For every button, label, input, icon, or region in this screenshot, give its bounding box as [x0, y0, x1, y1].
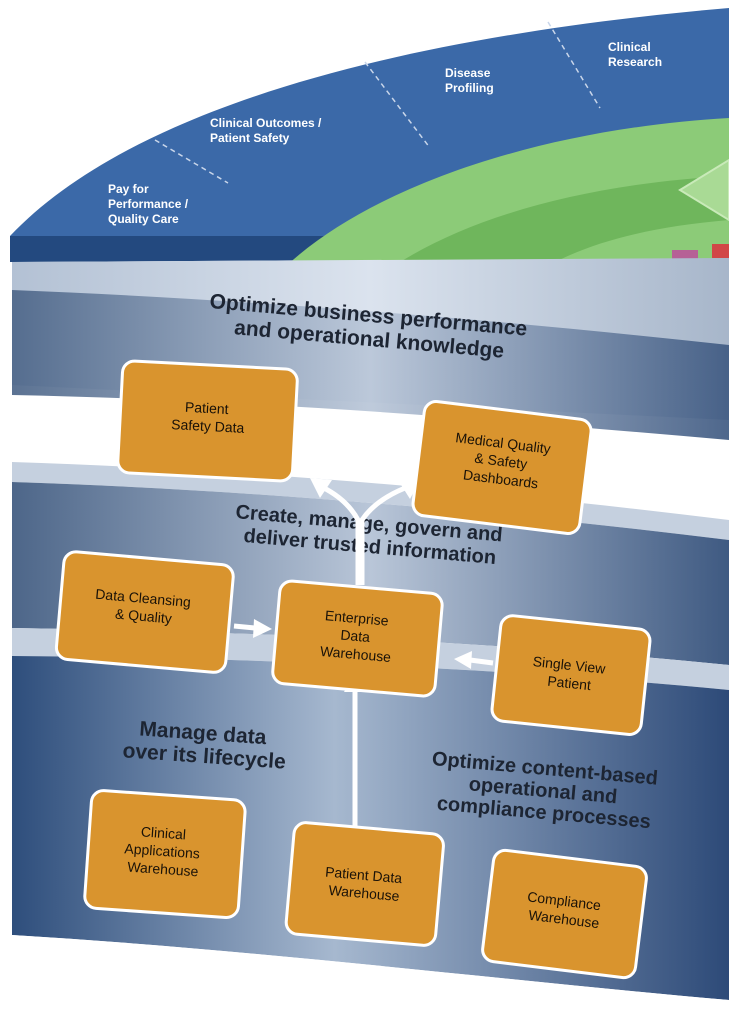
arrow-ew-to-dashboards — [359, 485, 406, 585]
layer-business — [12, 290, 729, 440]
layer-bottom-edge — [12, 935, 729, 1013]
step-bar — [712, 244, 729, 258]
box-patient-data-warehouse: Patient Data Warehouse — [284, 821, 445, 947]
svg-text:Single View Patient: Single View Patient — [530, 653, 610, 695]
arrow-cleansing-to-ew-head — [253, 619, 272, 638]
box-clinical-applications-warehouse: Clinical Applications Warehouse — [83, 789, 247, 919]
box-patient-safety-data: Patient Safety Data — [116, 359, 299, 483]
arrow-singleview-to-ew-head — [454, 651, 472, 669]
layer-heading-manage-data: Manage data over its lifecycle — [122, 716, 288, 773]
green-arrow — [678, 158, 729, 222]
arrow-ew-to-patient-safety-head — [310, 478, 332, 498]
arrow-singleview-to-ew — [469, 657, 494, 666]
arrow-ew-to-patient-safety — [320, 484, 361, 585]
box-compliance-warehouse: Compliance Warehouse — [481, 848, 648, 980]
segment-label-disease-profiling: Disease Profiling — [445, 66, 494, 95]
segment-label-clinical-research: Clinical Research — [608, 40, 662, 69]
box-single-view-patient: Single View Patient — [490, 614, 652, 736]
layer-divider-1 — [12, 462, 729, 540]
segment-divider — [547, 21, 601, 109]
segment-label-clinical-outcomes: Clinical Outcomes / Patient Safety — [210, 116, 325, 145]
svg-text:Patient Safety Data: Patient Safety Data — [171, 398, 246, 436]
svg-text:Patient Data Warehouse: Patient Data Warehouse — [323, 864, 407, 905]
svg-text:Clinical Applications: Clinical Applications Warehouse — [123, 822, 206, 879]
box-data-cleansing-quality: Data Cleansing & Quality — [54, 550, 235, 674]
svg-text:Enterprise Data Wa: Enterprise Data Warehouse — [320, 607, 396, 665]
arrow-cleansing-to-ew — [233, 623, 256, 631]
box-enterprise-data-warehouse: Enterprise Data Warehouse — [271, 579, 444, 698]
segment-label-pay-for-performance: Pay for Performance / Quality Care — [108, 182, 191, 226]
box-medical-quality-dashboards: Medical Quality & Safety Dashboards — [411, 400, 593, 535]
